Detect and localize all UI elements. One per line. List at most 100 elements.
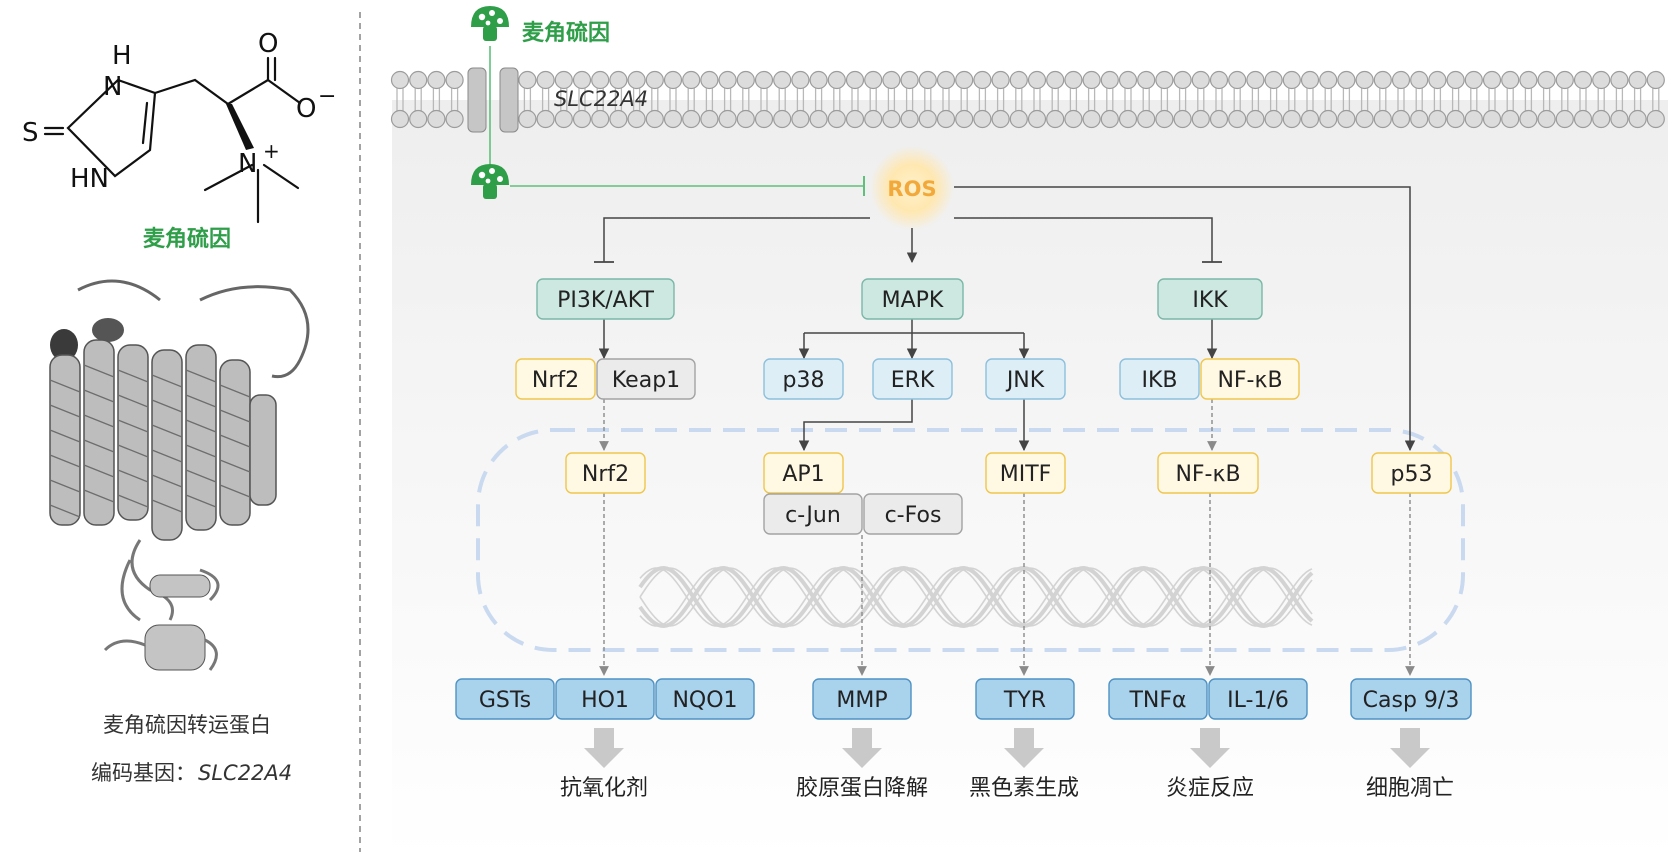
lipid-head bbox=[1027, 109, 1047, 129]
node-ho1: HO1 bbox=[555, 678, 655, 720]
lipid-head bbox=[864, 109, 883, 129]
gene-name: SLC22A4 bbox=[198, 761, 292, 785]
node-box bbox=[1200, 358, 1300, 400]
lipid-head bbox=[572, 70, 592, 90]
lipid-head bbox=[1573, 109, 1593, 129]
lipid-head bbox=[1555, 109, 1574, 129]
ros-label: ROS bbox=[887, 177, 936, 201]
lipid-head bbox=[1391, 70, 1411, 90]
lipid-head bbox=[1209, 109, 1229, 129]
transporter-protein-image bbox=[49, 279, 310, 671]
node-ikk: IKK bbox=[1157, 278, 1263, 320]
lipid-head bbox=[536, 109, 555, 129]
lipid-head bbox=[1428, 109, 1447, 129]
outcome-arrow bbox=[1004, 728, 1044, 768]
node-box bbox=[655, 678, 755, 720]
node-label: NF-κB bbox=[1175, 462, 1240, 487]
dna-strand bbox=[639, 567, 1313, 627]
lipid-head bbox=[1118, 70, 1138, 90]
lipid-head bbox=[609, 70, 628, 90]
lipid-head bbox=[1373, 70, 1392, 90]
lipid-head bbox=[572, 109, 592, 129]
node-box bbox=[1157, 452, 1259, 494]
lipid-head bbox=[773, 109, 792, 129]
lipid-head bbox=[736, 109, 755, 129]
atom-n-plus: N bbox=[238, 149, 257, 179]
lipid-head bbox=[754, 70, 774, 90]
lipid-head bbox=[845, 70, 865, 90]
node-box bbox=[555, 678, 655, 720]
lipid-head bbox=[1027, 70, 1047, 90]
node-label: GSTs bbox=[479, 688, 531, 713]
atom-h: H bbox=[112, 41, 132, 71]
lipid-head bbox=[700, 70, 719, 90]
lipid-head bbox=[1209, 70, 1229, 90]
lipid-head bbox=[1046, 109, 1065, 129]
lipid-head bbox=[718, 70, 737, 90]
node-erk: ERK bbox=[872, 358, 953, 400]
lipid-head bbox=[554, 70, 573, 90]
lipid-head bbox=[1064, 70, 1083, 90]
node-box bbox=[763, 452, 844, 494]
lipid-head bbox=[445, 109, 464, 129]
ros-glow bbox=[870, 146, 954, 230]
node-box bbox=[863, 493, 963, 535]
node-label: MITF bbox=[1000, 462, 1052, 487]
node-mitf: MITF bbox=[985, 452, 1066, 494]
lipid-head bbox=[1592, 70, 1611, 90]
lipid-head bbox=[700, 109, 719, 129]
ergothioneine-label: 麦角硫因 bbox=[522, 20, 610, 46]
lipid-head bbox=[1337, 70, 1356, 90]
lipid-head bbox=[1155, 109, 1174, 129]
outcome-arrows bbox=[584, 728, 1430, 768]
lipid-head bbox=[900, 109, 919, 129]
lipid-head bbox=[1628, 70, 1647, 90]
node-box bbox=[763, 493, 863, 535]
node-nqo1: NQO1 bbox=[655, 678, 755, 720]
lipid-head bbox=[663, 109, 683, 129]
lipid-head bbox=[1191, 70, 1210, 90]
lipid-head bbox=[882, 70, 901, 90]
lipid-head bbox=[1137, 109, 1156, 129]
lipid-head bbox=[1373, 109, 1392, 129]
lipid-head bbox=[627, 70, 646, 90]
lipid-head bbox=[1300, 109, 1320, 129]
lipid-head bbox=[445, 70, 464, 90]
lipid-head bbox=[773, 70, 792, 90]
lipid-head bbox=[1100, 70, 1119, 90]
atom-o-minus: O bbox=[296, 94, 316, 124]
node-box bbox=[1350, 678, 1472, 720]
outcome-apoptosis: 细胞凋亡 bbox=[1366, 776, 1454, 801]
node-keap1: Keap1 bbox=[596, 358, 696, 400]
lipid-head bbox=[1501, 109, 1520, 129]
lipid-head bbox=[390, 70, 410, 90]
node-pi3k: PI3K/AKT bbox=[536, 278, 675, 320]
lipid-head bbox=[882, 109, 901, 129]
lipid-head bbox=[918, 109, 937, 129]
outcome-inflammation: 炎症反应 bbox=[1166, 776, 1254, 801]
lipid-head bbox=[1246, 70, 1265, 90]
atom-minus: − bbox=[318, 84, 336, 109]
transporter-label: SLC22A4 bbox=[554, 87, 648, 111]
lipid-head bbox=[1355, 70, 1374, 90]
lipid-head bbox=[1446, 70, 1465, 90]
lipid-head bbox=[1355, 109, 1374, 129]
lipid-head bbox=[754, 109, 774, 129]
lipid-head bbox=[1282, 70, 1301, 90]
node-label: AP1 bbox=[782, 462, 824, 487]
node-il16: IL-1/6 bbox=[1208, 678, 1308, 720]
dna-helix bbox=[638, 565, 1314, 629]
node-label: TYR bbox=[1003, 688, 1046, 713]
node-cjun: c-Jun bbox=[763, 493, 863, 535]
node-label: JNK bbox=[1005, 368, 1045, 393]
node-label: TNFα bbox=[1128, 688, 1186, 713]
node-box bbox=[455, 678, 555, 720]
node-label: p53 bbox=[1391, 462, 1433, 487]
node-label: ERK bbox=[891, 368, 935, 393]
lipid-head bbox=[1610, 109, 1629, 129]
lipid-head bbox=[1100, 109, 1119, 129]
gene-prefix: 编码基因： bbox=[91, 761, 196, 785]
node-label: Nrf2 bbox=[582, 462, 629, 487]
lipid-head bbox=[1118, 109, 1138, 129]
lipid-head bbox=[1537, 70, 1556, 90]
